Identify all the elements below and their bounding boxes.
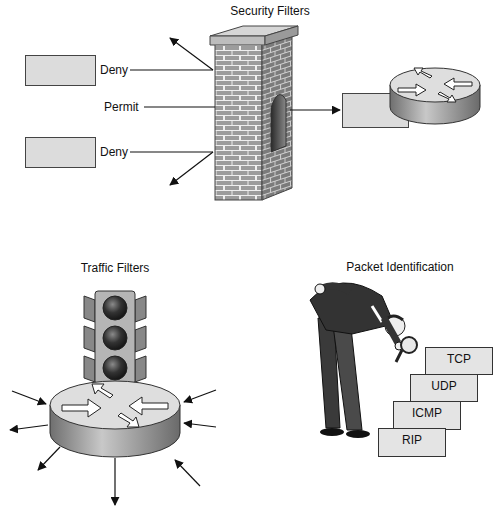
router-icon [444,78,472,90]
traffic-light [84,356,95,382]
packet-type-text: ICMP [394,406,460,420]
packet-box [26,56,96,86]
inspector-figure [332,318,362,430]
inspector-figure [320,428,344,436]
inspector-figure [322,286,350,292]
inspector-figure [396,350,402,362]
packet-box [26,138,96,168]
packet-type-text: RIP [379,433,445,447]
leader-line [144,106,215,107]
packet-type-box: UDP [410,374,478,402]
packet-type-box: TCP [425,347,493,375]
packet-type-text: TCP [426,352,492,366]
leader-line [130,38,340,185]
traffic-arrow [184,423,216,427]
inspector-figure [372,306,382,322]
router-icon [390,68,480,124]
router-icon [129,397,168,415]
traffic-light [135,356,146,382]
router-icon [50,381,180,457]
traffic-arrow [114,458,115,505]
leader-line [290,109,340,110]
traffic-light [84,326,95,352]
traffic-light [103,326,127,350]
inspector-figure [401,337,417,353]
inspector-figure [384,318,398,343]
brick-wall [215,44,262,200]
traffic-arrow [175,460,200,486]
inspector-figure [346,430,370,438]
brick-wall [210,36,265,45]
router-icon [398,84,426,96]
section-heading: Traffic Filters [55,261,175,275]
section-heading: Packet Identification [320,260,480,274]
deny-label: Deny [100,145,140,159]
brick-wall [262,34,292,200]
router-icon [118,413,139,427]
traffic-light [95,291,135,384]
permit-label: Permit [104,100,154,114]
router-icon [50,381,180,429]
traffic-arrow [38,447,60,470]
packet-type-box: RIP [378,428,446,457]
traffic-arrow [184,390,216,402]
router-icon [62,399,101,417]
traffic-light [135,326,146,352]
traffic-light [135,296,146,322]
router-icon [414,68,432,78]
brick-wall [265,26,298,45]
traffic-light [103,356,127,380]
router-icon [390,68,480,102]
deny-label: Deny [100,63,140,77]
inspector-figure [315,284,325,294]
traffic-arrow [10,425,48,430]
traffic-light [84,296,95,322]
brick-wall [271,95,286,152]
leader-line [170,152,213,185]
traffic-arrow [12,391,46,404]
traffic-light [103,296,127,320]
packet-type-box: ICMP [393,401,461,430]
leader-line [130,151,213,152]
section-heading: Security Filters [200,4,340,18]
leader-line [170,38,213,70]
traffic-arrow [10,390,216,505]
leader-line [130,69,213,70]
router-icon [438,92,456,102]
packet-type-text: UDP [411,379,477,393]
brick-wall [210,26,298,200]
router-icon [92,384,113,398]
inspector-figure [310,283,394,334]
